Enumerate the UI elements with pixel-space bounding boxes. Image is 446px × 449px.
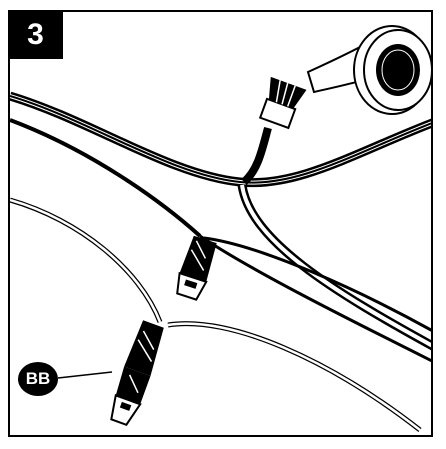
- wire-nut-connector-icon: [110, 320, 164, 426]
- white-cable: [10, 197, 422, 432]
- callout-label: BB: [25, 369, 51, 388]
- callout-badge-bb: BB: [18, 362, 58, 396]
- black-cable-main: [10, 91, 431, 351]
- electrical-tape-roll-icon: [306, 25, 431, 115]
- callout-leader-line: [57, 371, 113, 379]
- step-number-badge: 3: [8, 10, 63, 59]
- black-cable-secondary: [10, 118, 431, 363]
- wire-nut-connector-icon: [176, 235, 217, 301]
- step-number: 3: [27, 17, 44, 51]
- wire-nut-connector-icon: [258, 76, 307, 130]
